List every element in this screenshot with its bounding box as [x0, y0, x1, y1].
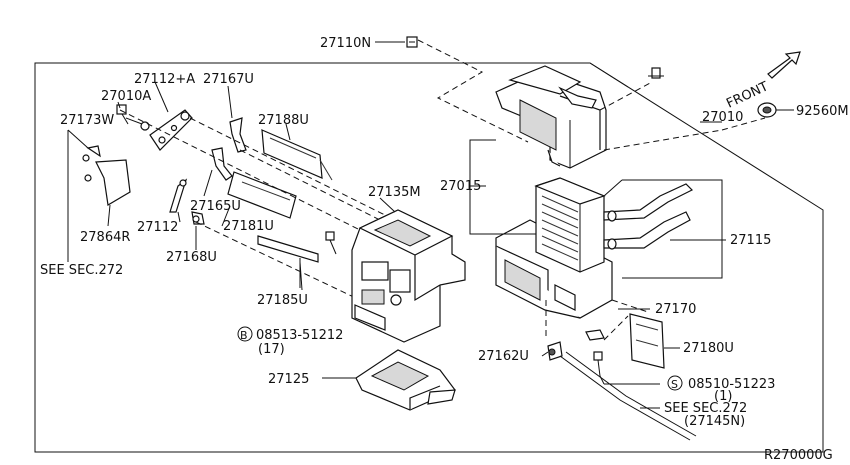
- screw-08510: [593, 351, 603, 377]
- assembly-frame: [34, 62, 824, 453]
- label-27010A: 27010A: [101, 89, 151, 104]
- filter-27180U: [629, 313, 665, 369]
- guide-line: [603, 129, 723, 151]
- label-27864R: 27864R: [80, 230, 130, 245]
- label-27110N: 27110N: [320, 36, 371, 51]
- lever-27165U: [211, 147, 233, 181]
- label-27135M: 27135M: [368, 185, 421, 200]
- front-arrow-icon: [767, 51, 801, 79]
- bolt-callout: B 08513-51212 (17): [237, 326, 343, 357]
- label-27168U: 27168U: [166, 250, 217, 265]
- guide-line: [119, 109, 361, 231]
- label-92560M: 92560M: [796, 104, 849, 119]
- screw-symbol: S: [671, 378, 678, 391]
- label-27010: 27010: [702, 110, 743, 125]
- label-27180U: 27180U: [683, 341, 734, 356]
- heater-case-27135M: [351, 209, 466, 343]
- label-27167U: 27167U: [203, 72, 254, 87]
- label-bolt-qty: (17): [258, 342, 285, 357]
- linkage-lever-27112A: [149, 109, 193, 151]
- pipes-27115: [603, 183, 694, 250]
- label-27015: 27015: [440, 179, 481, 194]
- screw-callout: S 08510-51223 (1): [667, 375, 775, 404]
- label-27112: 27112: [137, 220, 178, 235]
- guide-line: [611, 299, 649, 313]
- bolt-part: [325, 231, 337, 255]
- label-see-sec-272-right: SEE SEC.272: [664, 401, 747, 416]
- grommet-92560M: [757, 102, 777, 118]
- case-27125: [355, 349, 456, 411]
- bolt-symbol: B: [240, 329, 248, 342]
- pipe-box-link: [603, 179, 623, 197]
- guide-line: [189, 117, 396, 221]
- guide-line: [603, 315, 629, 341]
- label-screw-qty: (1): [714, 389, 732, 404]
- guide-line: [417, 39, 529, 143]
- clip-27173W: [140, 121, 150, 131]
- guide-line: [239, 149, 441, 251]
- label-27188U: 27188U: [258, 113, 309, 128]
- label-27165U: 27165U: [190, 199, 241, 214]
- lever-27112: [169, 178, 188, 213]
- label-27181U: 27181U: [223, 219, 274, 234]
- guide-line: [195, 221, 361, 301]
- label-27115: 27115: [730, 233, 771, 248]
- lever-27168U: [191, 211, 205, 225]
- guide-line: [721, 117, 766, 131]
- clip-27170: [585, 329, 605, 341]
- label-bolt-code: 08513-51212: [256, 328, 343, 343]
- label-27145N: (27145N): [684, 414, 745, 429]
- duct-assembly: [495, 65, 607, 169]
- lever-27167U: [229, 117, 247, 153]
- label-27173W: 27173W: [60, 113, 114, 128]
- reference-code: R270000G: [764, 448, 833, 463]
- heater-core: [534, 177, 606, 273]
- lower-housing: [495, 219, 613, 319]
- label-27185U: 27185U: [257, 293, 308, 308]
- label-27112A: 27112+A: [134, 72, 195, 87]
- clip-27110N: [406, 36, 418, 48]
- grommet-top: [648, 67, 664, 79]
- label-27162U: 27162U: [478, 349, 529, 364]
- drain-hose: [559, 355, 691, 441]
- door-27188U: [261, 129, 333, 181]
- label-27170: 27170: [655, 302, 696, 317]
- frame-divider: [589, 62, 629, 88]
- pipe-box: [622, 179, 723, 279]
- label-see-sec-272-left: SEE SEC.272: [40, 263, 123, 278]
- clip-27162U: [547, 341, 563, 361]
- label-27125: 27125: [268, 372, 309, 387]
- label-screw-code: 08510-51223: [688, 377, 775, 392]
- bracket-27864R: [82, 145, 131, 206]
- screw-27010A: [116, 104, 129, 125]
- shaft-27185U: [257, 235, 319, 288]
